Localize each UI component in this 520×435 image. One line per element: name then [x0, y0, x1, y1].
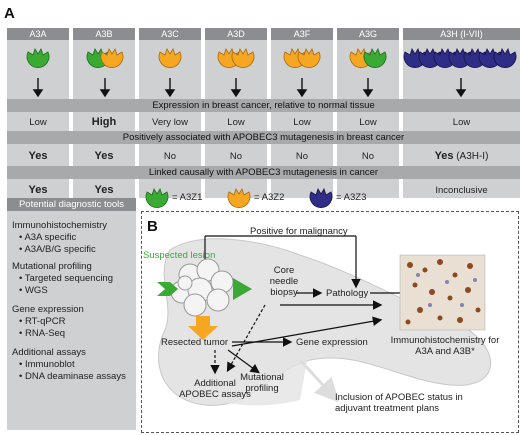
expr-a3d: Low [227, 117, 245, 128]
legend-z3-label: = A3Z3 [336, 192, 367, 203]
a3g-z1-glyph [363, 48, 387, 68]
header-a3b: A3B [73, 28, 135, 40]
diag-heading-gene: Gene expression [12, 304, 84, 315]
legend-z1-icon [145, 188, 169, 208]
causal-a3h: Inconclusive [435, 185, 488, 196]
ihc-image [399, 254, 486, 331]
legend-z2-icon [227, 188, 251, 208]
a3b-z2-glyph [100, 48, 124, 68]
core-biopsy-label: Core needle biopsy [269, 265, 299, 298]
diag-item: • A3A/B/G specific [19, 244, 96, 255]
header-a3h: A3H (I-VII) [403, 28, 520, 40]
band-expression: Expression in breast cancer, relative to… [7, 99, 520, 112]
diag-item: • A3A specific [19, 232, 77, 243]
assoc-a3b: Yes [94, 150, 114, 162]
assoc-a3h-suffix: (A3H-I) [456, 151, 489, 162]
domain-glyphs [26, 48, 517, 98]
header-a3g: A3G [337, 28, 399, 40]
legend-glyphs [145, 188, 333, 208]
a3h-z3-glyphs [403, 48, 517, 68]
expr-a3f: Low [293, 117, 311, 128]
a3f-z2-glyph-2 [297, 48, 321, 68]
gene-expression-label: Gene expression [296, 337, 368, 348]
panel-b-frame [141, 211, 519, 433]
diag-item: • Immunoblot [19, 359, 75, 370]
causal-a3b: Yes [94, 184, 114, 196]
band-associated: Positively associated with APOBEC3 mutag… [7, 131, 520, 144]
suspected-lesion-label: Suspected lesion [143, 250, 216, 261]
assoc-a3c: No [163, 151, 177, 162]
assoc-a3d: No [229, 151, 243, 162]
diag-heading-mutational: Mutational profiling [12, 261, 92, 272]
diag-item: • Targeted sequencing [19, 273, 114, 284]
positive-label: Positive for malignancy [250, 226, 348, 237]
diag-item: • DNA deaminase assays [19, 371, 126, 382]
additional-assays-label: Additional APOBEC assays [179, 378, 251, 400]
header-a3f: A3F [271, 28, 333, 40]
assoc-a3h: Yes (A3H-I) [403, 150, 520, 162]
causal-a3a: Yes [28, 184, 48, 196]
assoc-a3g: No [361, 151, 375, 162]
expr-a3g: Low [359, 117, 377, 128]
legend-z1-label: = A3Z1 [172, 192, 203, 203]
diagnostics-title: Potential diagnostic tools [7, 198, 136, 211]
panel-b-label: B [147, 218, 158, 235]
assoc-a3f: No [295, 151, 309, 162]
header-a3d: A3D [205, 28, 267, 40]
inclusion-label: Inclusion of APOBEC status in adjuvant t… [335, 392, 463, 414]
header-a3c: A3C [139, 28, 201, 40]
diag-item: • RT-qPCR [19, 316, 66, 327]
legend-z3-icon [309, 188, 333, 208]
mutational-profiling-label: Mutational profiling [240, 372, 284, 394]
resected-tumor-label: Resected tumor [161, 337, 229, 348]
diag-heading-additional: Additional assays [12, 347, 86, 358]
header-a3a: A3A [7, 28, 69, 40]
expr-a3h: Low [452, 117, 471, 128]
expr-a3b: High [91, 116, 117, 128]
panel-a-label: A [4, 5, 15, 22]
legend-z2-label: = A3Z2 [254, 192, 285, 203]
diag-item: • WGS [19, 285, 48, 296]
a3c-z2-glyph [158, 48, 182, 68]
assoc-a3h-yes: Yes [434, 150, 454, 162]
a3d-z2-glyph-2 [231, 48, 255, 68]
band-causal: Linked causally with APOBEC3 mutagenesis… [7, 166, 520, 179]
green-arrow-in [157, 282, 178, 296]
expr-a3c: Very low [152, 117, 188, 128]
down-arrows [32, 78, 467, 98]
green-arrow-out [233, 278, 252, 300]
diagnostics-panel [7, 198, 136, 430]
pathology-label: Pathology [326, 288, 369, 299]
diag-heading-ihc: Immunohistochemistry [12, 220, 108, 231]
ihc-caption: Immunohistochemistry for A3A and A3B* [390, 335, 500, 357]
expr-a3a: Low [29, 117, 47, 128]
diag-item: • RNA-Seq [19, 328, 66, 339]
assoc-a3a: Yes [28, 150, 48, 162]
orange-arrow-down [188, 316, 218, 340]
a3a-z1-glyph [26, 48, 50, 68]
